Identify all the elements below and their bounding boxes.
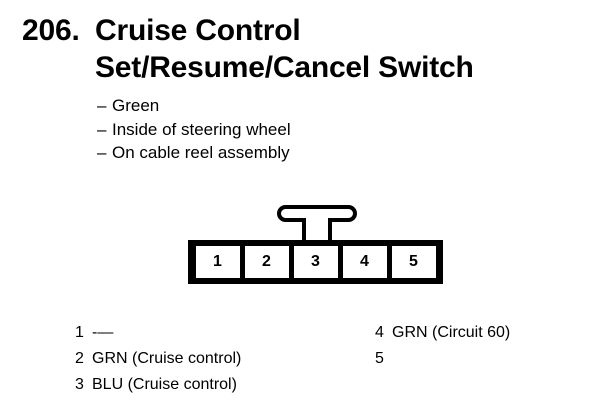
title-text-line1: Cruise Control [95,14,301,47]
spec-list: –Green –Inside of steering wheel –On cab… [97,94,517,165]
pin-number: 3 [75,376,84,393]
page-title: 206. Cruise Control Set/Resume/Cancel Swi… [22,12,592,86]
latch-neck-icon [302,218,332,242]
pin-description: BLU (Cruise control) [92,376,237,393]
connector-cavity-3: 3 [293,246,338,278]
pin-legend-column-left: 1 -— 2 GRN (Cruise control) 3 BLU (Cruise c… [75,320,241,398]
connector-cavity-5: 5 [391,246,436,278]
bullet-dash-icon: – [97,143,107,162]
connector-cavity-4: 4 [342,246,387,278]
pin-description: GRN (Cruise control) [92,350,242,367]
pin-legend-column-right: 4 GRN (Circuit 60) 5 [375,320,510,372]
pin-legend-row: 4 GRN (Circuit 60) [375,320,510,346]
connector-cavity-1: 1 [195,246,240,278]
connector-number: 206. [22,14,80,47]
title-line-2: Set/Resume/Cancel Switch [95,51,474,84]
pin-description: GRN (Circuit 60) [392,324,511,341]
pin-legend-row: 3 BLU (Cruise control) [75,372,241,398]
bullet-dash-icon: – [97,119,107,139]
connector-shell: 1 2 3 4 5 [188,240,443,284]
pin-number: 2 [75,350,84,367]
pin-legend-row: 2 GRN (Cruise control) [75,346,241,372]
pin-number: 1 [75,324,84,341]
pin-description: -— [92,324,114,341]
spec-item-location: –Inside of steering wheel [97,118,517,142]
bullet-dash-icon: – [97,96,107,115]
title-line-1: 206. Cruise Control [22,12,592,49]
connector-diagram: 1 2 3 4 5 [188,205,443,284]
spec-item-label: On cable reel assembly [112,143,290,162]
pin-legend-row: 5 [375,346,510,372]
pin-legend-row: 1 -— [75,320,241,346]
spec-item-color: –Green [97,94,517,118]
spec-item-mounting: –On cable reel assembly [97,141,517,165]
connector-cavity-2: 2 [244,246,289,278]
spec-item-label: Inside of steering wheel [112,119,291,139]
spec-item-label: Green [112,96,160,115]
pin-number: 4 [375,324,384,341]
pin-number: 5 [375,350,384,367]
